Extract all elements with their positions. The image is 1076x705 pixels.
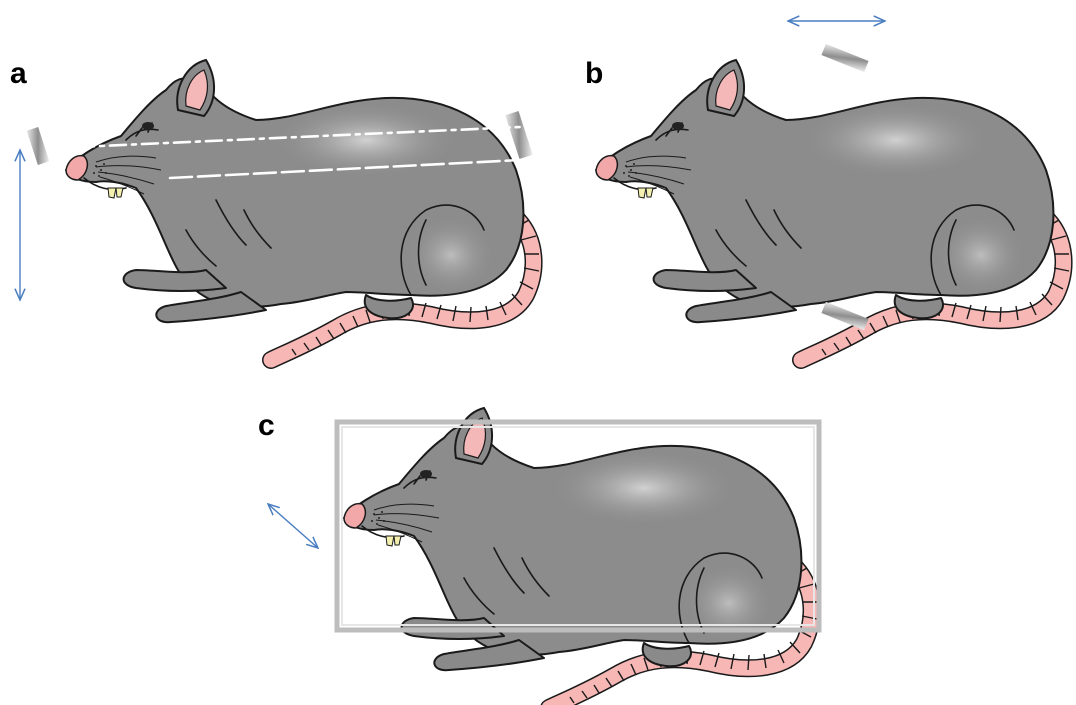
panel-c: c (258, 408, 819, 705)
panel-label-c: c (258, 409, 275, 442)
probe-left-a (27, 127, 50, 165)
panel-label-b: b (585, 57, 603, 90)
panel-a: a (10, 57, 539, 360)
probe-top-b (821, 44, 868, 72)
probe-right-a (505, 111, 533, 159)
rat-c (344, 408, 817, 705)
panel-label-a: a (10, 57, 27, 90)
panel-b: b (585, 21, 1069, 360)
double-headed-diagonal-arrow-icon (268, 504, 318, 548)
rat-a (66, 60, 539, 360)
probe-tail-b (821, 302, 868, 330)
